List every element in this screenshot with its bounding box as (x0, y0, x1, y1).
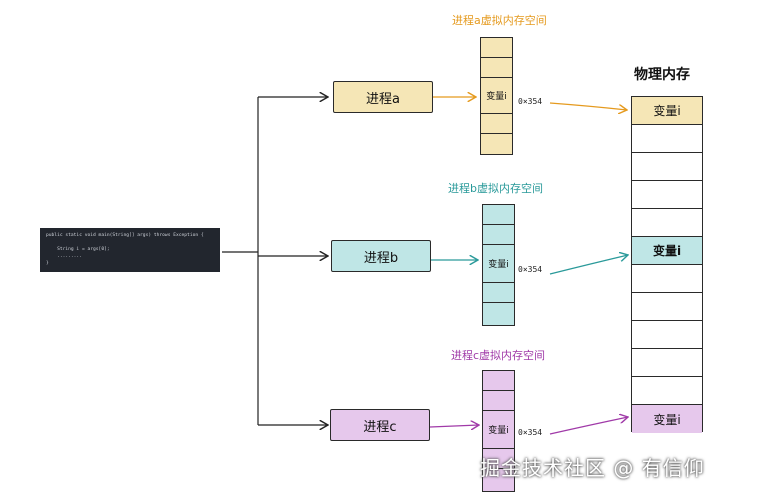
phys-var-b-cell: 变量i (632, 237, 702, 265)
phys-var-a-cell: 变量i (632, 97, 702, 125)
vm-a-title: 进程a虚拟内存空间 (452, 14, 547, 27)
vm-b-column: 变量i (482, 204, 515, 326)
phys-cell (632, 293, 702, 321)
address-c: 0×354 (518, 428, 543, 437)
phys-cell (632, 265, 702, 293)
code-line-1: public static void main(String[] args) t… (46, 233, 204, 238)
vm-c-var-cell: 变量i (483, 411, 514, 449)
phys-cell (632, 377, 702, 405)
vm-a-cell (481, 114, 512, 134)
vm-c-cell (483, 371, 514, 391)
vm-a-column: 变量i (480, 37, 513, 155)
watermark: 掘金技术社区 @ 有信仰 (480, 456, 705, 480)
vm-b-cell (483, 303, 514, 323)
process-c-box: 进程c (330, 409, 430, 441)
vm-a-cell (481, 134, 512, 154)
vm-b-cell (483, 283, 514, 303)
phys-cell (632, 153, 702, 181)
vm-c-cell (483, 449, 514, 469)
arrow-b-to-phys (549, 255, 628, 275)
vm-b-cell (483, 225, 514, 245)
code-line-2: String i = args[0]; (46, 247, 110, 253)
code-line-3: ......... (46, 254, 82, 260)
vm-c-column: 变量i (482, 370, 515, 492)
vm-a-var-cell: 变量i (481, 78, 512, 114)
physical-memory-title: 物理内存 (634, 67, 690, 83)
code-snippet: public static void main(String[] args) t… (40, 228, 220, 272)
code-line-4: } (46, 261, 49, 267)
vm-b-var-cell: 变量i (483, 245, 514, 283)
phys-cell (632, 321, 702, 349)
process-a-box: 进程a (333, 81, 433, 113)
phys-var-c-cell: 变量i (632, 405, 702, 433)
phys-cell (632, 125, 702, 153)
address-a: 0×354 (518, 97, 543, 106)
physical-memory-column: 变量i 变量i 变量i (631, 96, 703, 433)
process-b-box: 进程b (331, 240, 431, 272)
vm-b-cell (483, 205, 514, 225)
vm-b-title: 进程b虚拟内存空间 (448, 182, 543, 195)
code-line-blank (46, 239, 214, 246)
arrow-c-to-phys (549, 417, 628, 435)
vm-c-cell (483, 391, 514, 411)
arrow-c-to-vm (429, 425, 479, 427)
vm-a-cell (481, 38, 512, 58)
phys-cell (632, 181, 702, 209)
vm-c-title: 进程c虚拟内存空间 (451, 349, 546, 362)
arrow-a-to-phys (549, 102, 627, 110)
address-b: 0×354 (518, 265, 543, 274)
vm-a-cell (481, 58, 512, 78)
phys-cell (632, 209, 702, 237)
phys-cell (632, 349, 702, 377)
